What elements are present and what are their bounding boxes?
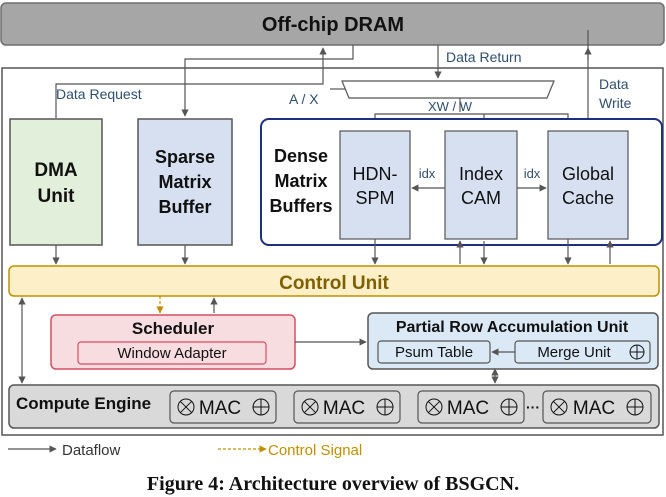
sparse-label-1: Sparse	[155, 147, 215, 167]
data-request-label: Data Request	[56, 86, 142, 102]
dense-label-2: Matrix	[274, 171, 327, 191]
global-cache	[547, 130, 629, 240]
scheduler-title: Scheduler	[132, 319, 215, 338]
mac-unit-3: MAC	[417, 390, 525, 424]
hdn-spm-label-1: HDN-	[353, 164, 398, 184]
data-request-arrow	[55, 47, 327, 118]
global-cache-label-2: Cache	[562, 188, 614, 208]
dma-label-1: DMA	[34, 160, 78, 181]
add-icon	[500, 398, 518, 416]
idx-label-left: idx	[419, 166, 436, 181]
legend-control-signal-label: Control Signal	[268, 442, 362, 459]
window-adapter-label: Window Adapter	[117, 345, 226, 362]
pra-title: Partial Row Accumulation Unit	[396, 319, 629, 336]
sparse-label-2: Matrix	[158, 172, 211, 192]
dma-unit	[9, 118, 103, 246]
dma-label-2: Unit	[38, 186, 76, 207]
dram-to-sparse-arrow	[181, 45, 354, 117]
data-return-label: Data Return	[446, 49, 521, 65]
mac-unit-4: MAC	[542, 390, 652, 424]
merge-plus-icon	[629, 344, 645, 360]
add-icon	[626, 398, 644, 416]
idx-label-right: idx	[524, 166, 541, 181]
chip-border	[1, 67, 664, 436]
data-write-label-2: Write	[599, 95, 632, 111]
merge-unit-label: Merge Unit	[537, 344, 611, 361]
sparse-matrix-buffer	[137, 118, 233, 246]
dense-label-1: Dense	[274, 146, 328, 166]
multiply-icon	[550, 398, 568, 416]
sparse-label-3: Buffer	[159, 197, 212, 217]
index-cam	[444, 130, 518, 240]
mac-label: MAC	[199, 398, 241, 419]
psum-table-label: Psum Table	[395, 344, 473, 361]
data-write-label-1: Data	[599, 76, 629, 92]
data-mux	[341, 80, 555, 99]
add-icon	[376, 398, 394, 416]
mac-unit-1: MAC	[169, 390, 277, 424]
index-cam-label-1: Index	[459, 164, 503, 184]
legend-dataflow-label: Dataflow	[62, 442, 121, 459]
mac-label: MAC	[573, 398, 615, 419]
compute-engine-label: Compute Engine	[16, 394, 151, 413]
index-cam-label-2: CAM	[461, 188, 501, 208]
window-adapter	[77, 341, 267, 365]
mac-label: MAC	[323, 398, 365, 419]
psum-table	[377, 340, 491, 364]
multiply-icon	[177, 398, 195, 416]
figure-caption: Figure 4: Architecture overview of BSGCN…	[147, 473, 519, 495]
mac-ellipsis: ···	[526, 399, 540, 415]
multiply-icon	[301, 398, 319, 416]
mac-label: MAC	[447, 398, 489, 419]
control-unit	[8, 265, 660, 297]
multiply-icon	[425, 398, 443, 416]
dram-box	[0, 2, 665, 46]
mac-unit-2: MAC	[293, 390, 401, 424]
dense-label-3: Buffers	[269, 196, 332, 216]
control-unit-label: Control Unit	[279, 273, 389, 294]
global-cache-label-1: Global	[562, 164, 614, 184]
xw-w-label: XW / W	[428, 99, 473, 114]
hdn-spm	[339, 130, 411, 240]
hdn-spm-label-2: SPM	[355, 188, 394, 208]
dram-label: Off-chip DRAM	[262, 14, 404, 36]
ax-label: A / X	[289, 91, 319, 107]
add-icon	[252, 398, 270, 416]
